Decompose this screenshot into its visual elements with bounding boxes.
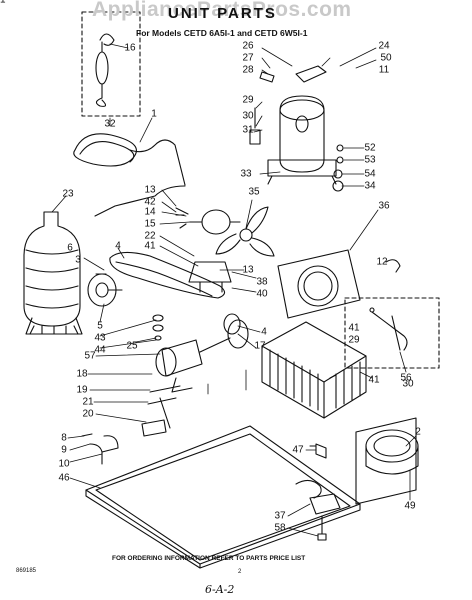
part-drain-fitting bbox=[81, 433, 119, 465]
callout-number: 28 bbox=[242, 64, 254, 76]
callout-number: 41 bbox=[144, 240, 156, 252]
part-blower-motor bbox=[155, 319, 249, 393]
part-valve bbox=[309, 443, 327, 459]
callout-number: 46 bbox=[58, 472, 70, 484]
callout-number: 5 bbox=[97, 320, 103, 332]
callout-number: 50 bbox=[380, 52, 392, 64]
callout-number: 29 bbox=[348, 334, 360, 346]
callout-number: 11 bbox=[378, 64, 390, 76]
callout-number: 35 bbox=[248, 186, 260, 198]
callout-number: 40 bbox=[256, 288, 268, 300]
callout-number: 30 bbox=[402, 378, 414, 390]
callout-number: 36 bbox=[378, 200, 390, 212]
part-blower-housing bbox=[355, 417, 419, 505]
callout-number: 52 bbox=[364, 142, 376, 154]
callout-number: 43 bbox=[94, 332, 106, 344]
callout-number: 53 bbox=[364, 154, 376, 166]
page-subtitle: For Models CETD 6A5I-1 and CETD 6W5I-1 bbox=[136, 28, 308, 38]
callout-number: 1 bbox=[151, 108, 157, 120]
watermark: AppliancePartsPros.com bbox=[92, 0, 352, 21]
part-compressor-mount-hardware bbox=[332, 144, 344, 192]
part-base-pan bbox=[85, 425, 361, 569]
callout-number: 26 bbox=[242, 40, 254, 52]
callout-number: 8 bbox=[61, 432, 67, 444]
part-washers bbox=[152, 314, 164, 341]
callout-number: 4 bbox=[261, 326, 267, 338]
callout-number: 13 bbox=[144, 184, 156, 196]
part-drain-tube bbox=[369, 307, 408, 351]
callout-number: 42 bbox=[144, 196, 156, 208]
callout-number: 41 bbox=[368, 374, 380, 386]
callout-number: 23 bbox=[62, 188, 74, 200]
callout-number: 21 bbox=[82, 396, 94, 408]
callout-number: 44 bbox=[94, 344, 106, 356]
callout-number: 32 bbox=[104, 118, 116, 130]
dashed-box-right bbox=[344, 297, 440, 369]
part-drive-belt bbox=[109, 251, 226, 299]
callout-number: 33 bbox=[240, 168, 252, 180]
part-pulley bbox=[87, 273, 123, 307]
callout-number: 41 bbox=[348, 322, 360, 334]
callout-number: 47 bbox=[292, 444, 304, 456]
callout-number: 56 bbox=[400, 372, 412, 384]
callout-number: 20 bbox=[82, 408, 94, 420]
callout-number: 49 bbox=[404, 500, 416, 512]
callout-number: 14 bbox=[144, 206, 156, 218]
part-motor-mount bbox=[141, 385, 181, 437]
part-condenser-coil bbox=[261, 321, 367, 419]
callout-number: 6 bbox=[67, 242, 73, 254]
part-fan-motor-small bbox=[175, 207, 241, 235]
document-code: 869185 bbox=[16, 568, 37, 574]
handwritten-note: 6-A-2 bbox=[205, 583, 235, 596]
callout-number: 37 bbox=[274, 510, 286, 522]
footer-note: FOR ORDERING INFORMATION REFER TO PARTS … bbox=[112, 555, 306, 562]
callout-number: 15 bbox=[144, 218, 156, 230]
callout-number: 13 bbox=[242, 264, 254, 276]
callout-number: 34 bbox=[364, 180, 376, 192]
callout-number: 41 bbox=[0, 0, 6, 6]
callout-number: 58 bbox=[274, 522, 286, 534]
part-accumulator bbox=[23, 211, 83, 335]
callout-number: 9 bbox=[61, 444, 67, 456]
callout-number: 38 bbox=[256, 276, 268, 288]
callout-number: 19 bbox=[76, 384, 88, 396]
leader-lines bbox=[51, 43, 417, 537]
part-fan-shroud bbox=[277, 249, 361, 319]
callout-number: 54 bbox=[364, 168, 376, 180]
part-fan-blade bbox=[215, 206, 275, 257]
callout-number: 24 bbox=[378, 40, 390, 52]
callout-number: 4 bbox=[115, 240, 121, 252]
callout-number: 12 bbox=[376, 256, 388, 268]
callout-number: 31 bbox=[242, 124, 254, 136]
part-thermostat bbox=[295, 479, 341, 541]
dashed-box-top-left bbox=[81, 11, 141, 117]
page-title: UNIT PARTS bbox=[168, 5, 277, 22]
part-clip bbox=[385, 259, 401, 273]
callout-number: 27 bbox=[242, 52, 254, 64]
callout-number: 22 bbox=[144, 230, 156, 242]
callout-number: 16 bbox=[124, 42, 136, 54]
part-capillary-tube-assembly bbox=[95, 33, 115, 107]
callout-number: 57 bbox=[84, 350, 96, 362]
callout-number: 17 bbox=[254, 340, 266, 352]
part-tubing-coil bbox=[73, 133, 186, 217]
callout-number: 3 bbox=[75, 254, 81, 266]
part-compressor bbox=[249, 65, 337, 185]
part-motor-bracket bbox=[188, 261, 232, 293]
callout-number: 25 bbox=[126, 340, 138, 352]
callout-number: 30 bbox=[242, 110, 254, 122]
callout-number: 2 bbox=[415, 426, 421, 438]
page-number: 2 bbox=[238, 569, 242, 575]
part-belt-inner bbox=[115, 261, 213, 297]
callout-number: 29 bbox=[242, 94, 254, 106]
callout-number: 10 bbox=[58, 458, 70, 470]
callout-number: 18 bbox=[76, 368, 88, 380]
part-fan-wheel-hub bbox=[223, 313, 241, 335]
